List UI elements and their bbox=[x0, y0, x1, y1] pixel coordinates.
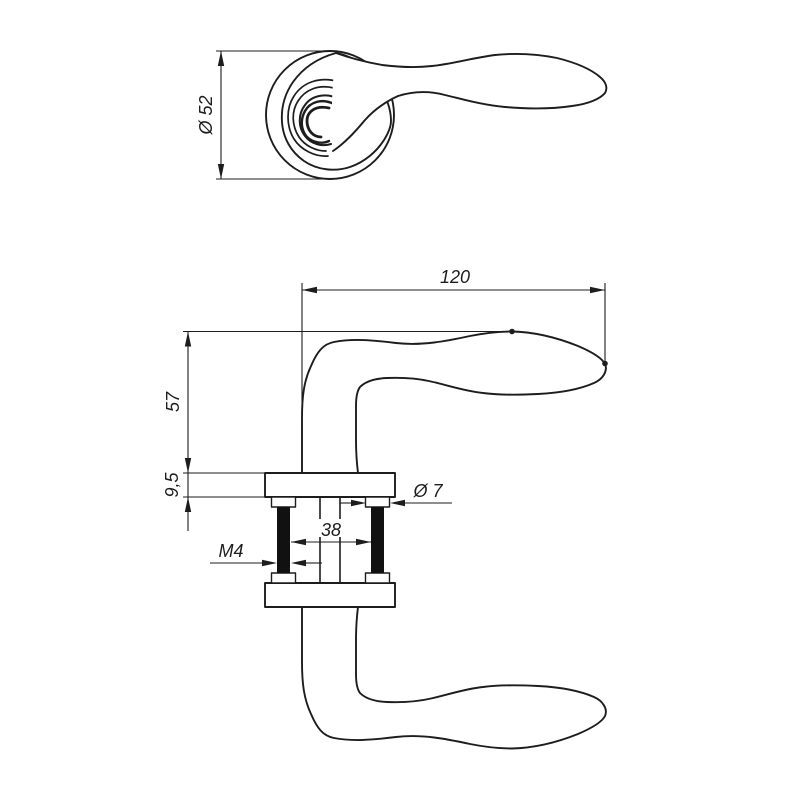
lever-plan-outline bbox=[332, 52, 608, 152]
bolt-right-thread bbox=[371, 507, 384, 573]
bolt-right-top-sleeve bbox=[364, 496, 391, 508]
dimension-label-rosette-thickness: 9,5 bbox=[162, 472, 182, 498]
square-spindle bbox=[319, 496, 341, 584]
mounting-bolt-left bbox=[270, 496, 297, 584]
plan-view bbox=[265, 50, 608, 180]
lever-side-lower bbox=[301, 606, 607, 750]
spindle-hole-mid bbox=[300, 100, 336, 144]
bolt-left-bottom-sleeve bbox=[270, 572, 297, 584]
dimension-lever-height: 57 bbox=[163, 330, 509, 531]
dimension-label-bolt-hole-diameter: Ø 7 bbox=[412, 481, 443, 501]
side-view bbox=[264, 330, 607, 750]
bolt-right-bottom-sleeve bbox=[364, 572, 391, 584]
bolt-left-top-sleeve bbox=[270, 496, 297, 508]
dimension-label-lever-length: 120 bbox=[440, 267, 470, 287]
lever-plan-mask bbox=[331, 53, 607, 151]
dimension-bolt-thread: M4 bbox=[210, 541, 322, 567]
lever-side-lower-path bbox=[301, 606, 607, 750]
dimension-label-bolt-thread: M4 bbox=[218, 541, 243, 561]
rosette-ring-outer-arc bbox=[287, 78, 341, 157]
dimension-rosette-thickness: 9,5 bbox=[162, 472, 266, 512]
tangent-point-end bbox=[602, 360, 608, 367]
tangent-point-top bbox=[509, 328, 515, 335]
spindle-hole-outer bbox=[298, 94, 341, 147]
dimension-lever-length: 120 bbox=[301, 267, 608, 414]
spindle-hole-inner bbox=[305, 105, 331, 139]
lever-side-upper bbox=[301, 330, 607, 474]
dimension-rosette-diameter: Ø 52 bbox=[196, 50, 338, 180]
bolt-left-thread bbox=[277, 507, 290, 573]
dimension-label-lever-height: 57 bbox=[163, 391, 183, 412]
rosette-ring-inner-arc bbox=[292, 85, 335, 152]
rosette-plate-upper bbox=[264, 472, 396, 498]
dimension-bolt-hole-diameter: Ø 7 bbox=[340, 481, 452, 507]
dimension-label-bolt-spacing: 38 bbox=[321, 520, 341, 540]
label-mask bbox=[318, 519, 344, 537]
dimension-bolt-spacing: 38 bbox=[291, 519, 371, 546]
mounting-bolt-right bbox=[364, 496, 391, 584]
dimension-label-rosette-diameter: Ø 52 bbox=[196, 95, 216, 135]
rosette-plate-lower bbox=[264, 582, 396, 608]
